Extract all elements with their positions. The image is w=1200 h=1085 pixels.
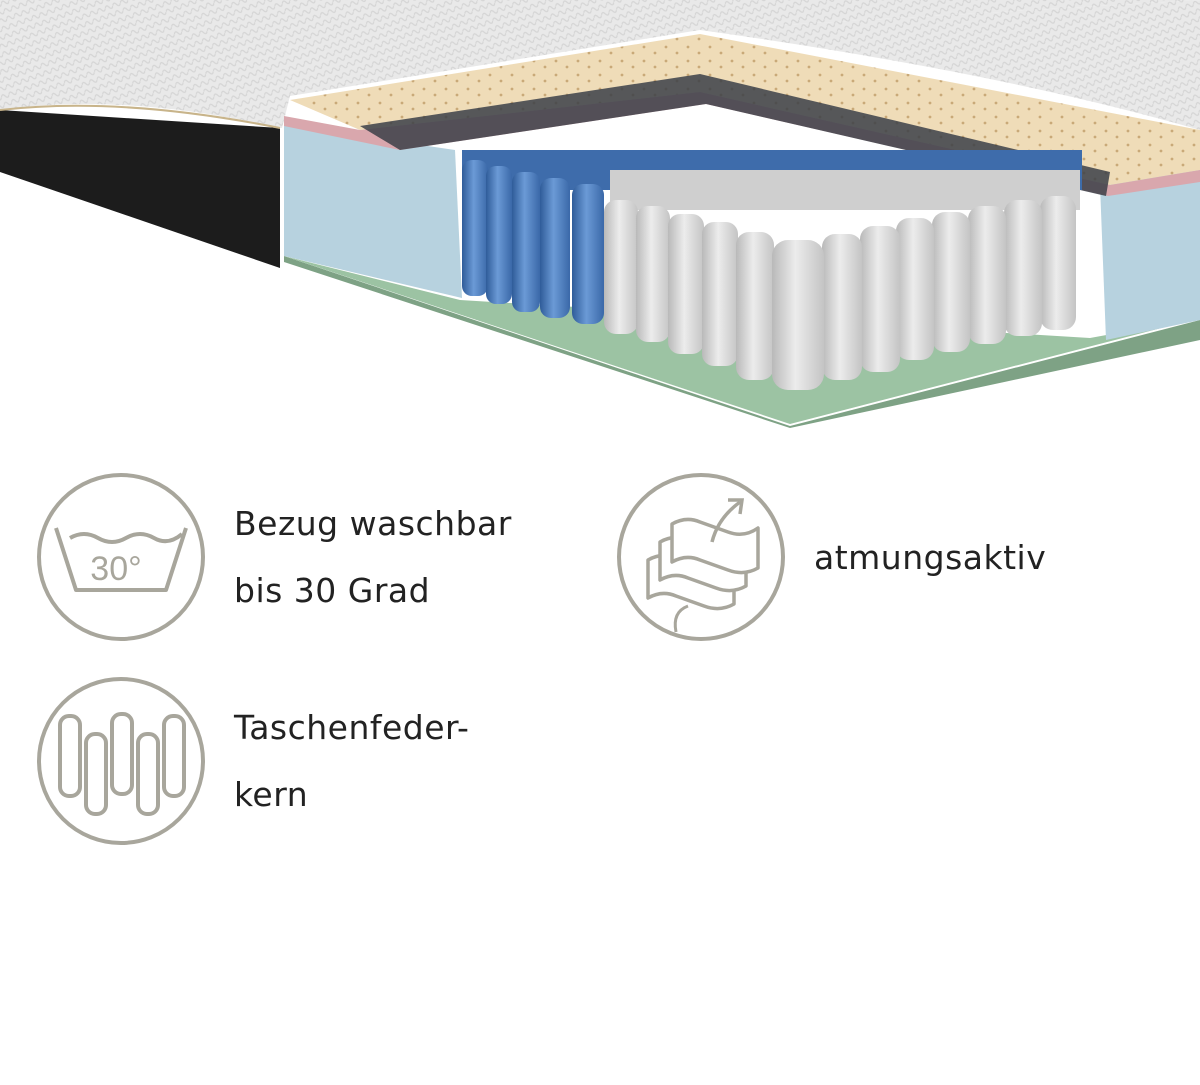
pocket-spring-icon (37, 677, 205, 845)
feature-pocket-spring: Taschenfeder- kern (36, 676, 469, 846)
feature-line: Bezug waschbar (234, 504, 512, 543)
wash-30-icon: 30° (37, 473, 205, 641)
base-layer-edge (284, 256, 1200, 428)
foam-frame-left (284, 125, 462, 298)
feature-line: kern (234, 775, 309, 814)
feature-line: Taschenfeder- (234, 708, 470, 747)
feature-breathable: atmungsaktiv (616, 472, 1046, 642)
white-spring-zone (604, 170, 1080, 390)
feature-breathable-text: atmungsaktiv (814, 524, 1046, 591)
svg-text:30°: 30° (90, 550, 141, 588)
foam-frame-right (1100, 170, 1200, 340)
feature-washable-text: Bezug waschbar bis 30 Grad (234, 490, 512, 624)
cover-side-panel (0, 110, 280, 268)
breathable-layers-icon (617, 473, 785, 641)
cover-top-right (700, 0, 1200, 130)
cover-top (0, 0, 1200, 128)
feature-line: atmungsaktiv (814, 537, 1047, 577)
feature-washable: 30° Bezug waschbar bis 30 Grad (36, 472, 512, 642)
mattress-cross-section-illustration (0, 0, 1200, 428)
feature-line: bis 30 Grad (234, 571, 431, 610)
feature-pocket-spring-text: Taschenfeder- kern (234, 694, 469, 828)
